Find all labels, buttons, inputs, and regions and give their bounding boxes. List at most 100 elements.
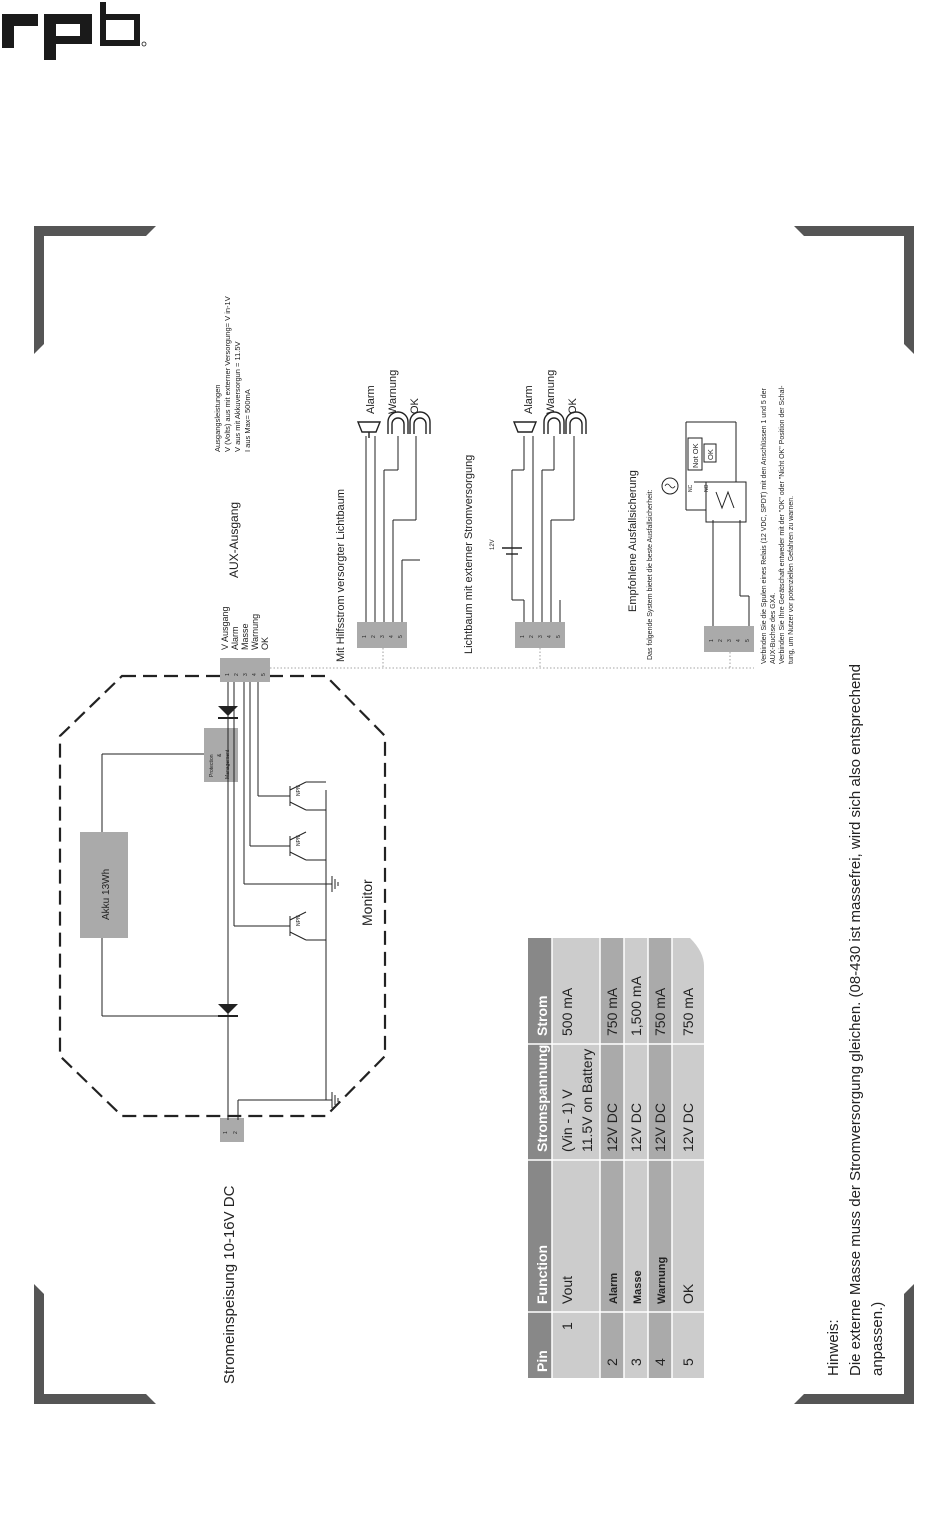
aux-pin-3: 3 [243, 673, 249, 676]
row2-function: Alarm [608, 1273, 620, 1304]
row1-voltage2: 11.5V on Battery [579, 1049, 595, 1152]
relay-note-1: Verbinden Sie die Spulen eines Relais (1… [761, 387, 768, 664]
row1-pin: 1 [559, 1322, 575, 1330]
note-heading: Hinweis: [825, 1319, 842, 1376]
section3-title: Empfohlene Ausfallsicherung [627, 470, 639, 612]
svg-text:4: 4 [389, 635, 395, 638]
svg-text:5: 5 [398, 635, 404, 638]
horn-icon-1 [356, 421, 382, 438]
svg-text:3: 3 [380, 635, 386, 638]
aux-title: AUX-Ausgang [227, 502, 241, 578]
section1-wiring [365, 436, 420, 622]
monitor-boundary [58, 674, 387, 1118]
row1-function: Vout [559, 1276, 575, 1304]
power-pin-block [220, 1118, 244, 1142]
aux-pin-block [220, 658, 270, 682]
power-pin-2: 2 [233, 1131, 239, 1134]
row4-function: Warnung [656, 1257, 668, 1304]
section2-pin-block [515, 622, 565, 648]
svg-text:2: 2 [529, 635, 535, 638]
row5-function: OK [680, 1283, 696, 1304]
section1-ok-label: OK [409, 397, 421, 414]
row2-pin: 2 [604, 1358, 620, 1366]
note-line-2: anpassen.) [869, 1302, 886, 1376]
relay-nc-label: NC [688, 484, 694, 492]
output-spec-4: I aus Max= 500mA [243, 389, 252, 452]
header-voltage: Stromspannung [534, 1045, 550, 1152]
lamp-icon-3 [543, 411, 565, 434]
row3-pin: 3 [628, 1358, 644, 1366]
aux-pin-2: 2 [234, 673, 240, 676]
npn-label-1: NPN [296, 785, 302, 796]
row1-voltage: (Vin - 1) V [559, 1089, 575, 1152]
battery-block [80, 832, 128, 938]
header-current: Strom [534, 996, 550, 1036]
output-spec-3: V aus mit Akkuversorgun = 11.5V [233, 341, 242, 452]
section1-warnung-label: Warnung [387, 370, 399, 414]
row4-current: 750 mA [652, 987, 668, 1036]
row5-pin: 5 [680, 1358, 696, 1366]
svg-text:1: 1 [362, 635, 368, 638]
relay-not-ok-box [687, 437, 703, 471]
aux-pin-4: 4 [252, 673, 258, 676]
internal-wiring [101, 680, 327, 1120]
aux-pin-5: 5 [261, 673, 267, 676]
relay-note-2: AUX-Buchse des GX4. [770, 593, 777, 664]
pin-table [528, 938, 704, 1378]
lamp-icon-2 [409, 411, 431, 434]
relay-no-label: NO [704, 484, 710, 492]
svg-text:1: 1 [520, 635, 526, 638]
lamp-icon-1 [387, 411, 409, 434]
row5-current: 750 mA [680, 987, 696, 1036]
section2-pin-numbers: 1 2 3 4 5 [520, 635, 562, 638]
section2-warnung-label: Warnung [545, 370, 557, 414]
npn-transistor-3 [289, 911, 326, 941]
power-pin-1: 1 [223, 1131, 229, 1134]
row4-pin: 4 [652, 1358, 668, 1366]
svg-text:3: 3 [538, 635, 544, 638]
note-line-1: Die externe Masse muss der Stromversorgu… [847, 664, 864, 1376]
svg-text:5: 5 [556, 635, 562, 638]
diode-2 [218, 706, 238, 719]
aux-pin-name-4: Warnung [250, 614, 260, 650]
svg-text:2: 2 [371, 635, 377, 638]
section2-ok-label: OK [567, 397, 579, 414]
relay-note-4: tung, um Nutzer vor potenziellen Gefahre… [788, 496, 795, 664]
monitor-label: Monitor [359, 879, 375, 926]
row2-voltage: 12V DC [604, 1103, 620, 1152]
npn-label-3: NPN [296, 915, 302, 926]
row1-current: 500 mA [559, 987, 575, 1036]
aux-pin-1: 1 [225, 673, 231, 676]
battery-label: Akku 13Wh [101, 869, 112, 920]
section3-pin-block [704, 626, 754, 652]
protection-block [204, 728, 238, 782]
ground-symbol-1 [326, 876, 339, 892]
rpb-logo [2, 2, 147, 60]
header-pin: Pin [534, 1350, 550, 1372]
relay-wiring [685, 421, 750, 626]
npn-label-2: NPN [296, 835, 302, 846]
section2-wiring [511, 436, 575, 622]
ac-wave-icon [664, 483, 676, 489]
ground-symbol-2 [326, 1092, 339, 1108]
ac-source-symbol [661, 477, 679, 495]
relay-note-3: Verbinden Sie Ihre Gerätschaft entweder … [779, 385, 786, 664]
section3-subtitle: Das folgende System bietet die beste Aus… [647, 490, 654, 660]
section1-title: Mit Hilfsstrom versorgter Lichtbaum [335, 489, 347, 662]
row4-voltage: 12V DC [652, 1103, 668, 1152]
aux-pin-name-2: Alarm [230, 626, 240, 650]
section1-pin-numbers: 1 2 3 4 5 [362, 635, 404, 638]
svg-text:5: 5 [745, 639, 751, 642]
protection-label-1: Protection [209, 754, 215, 777]
section1-pin-block [357, 622, 407, 648]
npn-transistor-2 [289, 831, 326, 861]
pin-table-rows: 1 Vout (Vin - 1) V 11.5V on Battery 500 … [559, 975, 696, 1366]
section2-alarm-label: Alarm [523, 385, 535, 414]
output-spec-2: V (Volts) aus mit externer Versorgung= V… [223, 296, 232, 452]
relay-not-ok-label: Not OK [691, 443, 700, 468]
section1-alarm-label: Alarm [365, 385, 377, 414]
svg-text:3: 3 [727, 639, 733, 642]
row3-function: Masse [632, 1270, 644, 1304]
diode-1 [218, 1004, 238, 1017]
